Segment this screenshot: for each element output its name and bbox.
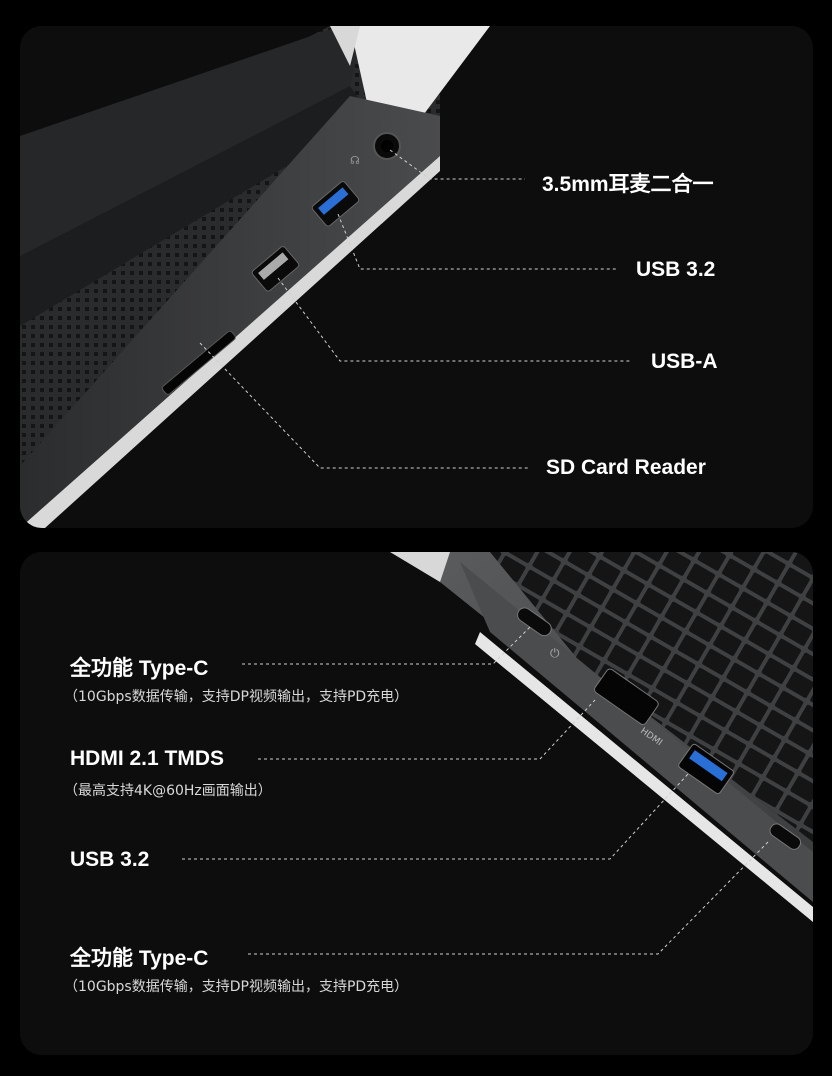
sub-typec-1: （10Gbps数据传输，支持DP视频输出，支持PD充电） (64, 689, 409, 705)
typec1-port (517, 607, 552, 637)
svg-text:☊: ☊ (350, 154, 360, 167)
label-usba: USB-A (651, 350, 718, 373)
label-usb32-b: USB 3.2 (70, 848, 150, 871)
hdmi-port (594, 668, 659, 725)
label-audio-jack: 3.5mm耳麦二合一 (542, 173, 714, 196)
usb32-port (311, 181, 360, 227)
sub-hdmi: （最高支持4K@60Hz画面输出） (64, 783, 272, 799)
usb32b-port (678, 743, 734, 795)
laptop-left-side-image: ☊ (20, 26, 813, 528)
bottom-port-panel: ⏻ HDMI 全功能 Type-C （10Gbps数据传输，支持DP视频输出，支… (20, 552, 813, 1055)
typec2-port (769, 823, 802, 850)
label-hdmi: HDMI 2.1 TMDS (70, 747, 225, 770)
label-sd-card: SD Card Reader (546, 456, 706, 479)
label-typec-1: 全功能 Type-C (70, 657, 209, 680)
label-usb32: USB 3.2 (636, 258, 716, 281)
top-port-panel: ☊ 3.5mm耳麦二合一 USB 3.2 USB-A SD Card Reade… (20, 26, 813, 528)
label-typec-2: 全功能 Type-C (70, 947, 209, 970)
sub-typec-2: （10Gbps数据传输，支持DP视频输出，支持PD充电） (64, 979, 409, 995)
power-icon: ⏻ (550, 646, 560, 660)
